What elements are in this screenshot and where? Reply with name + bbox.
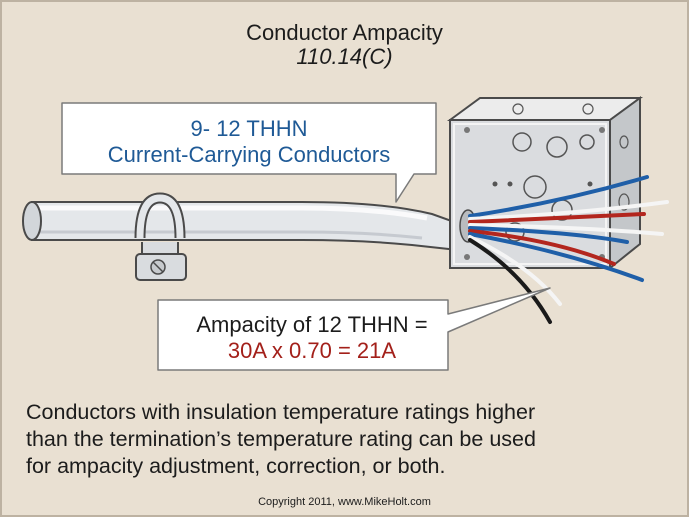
explanation-text: Conductors with insulation temperature r… (26, 399, 676, 480)
ampacity-callout-line2: 30A x 0.70 = 21A (227, 338, 397, 363)
explanation-line1: Conductors with insulation temperature r… (26, 400, 536, 424)
conduit-pipe (22, 201, 462, 252)
explanation-line2: than the termination’s temperature ratin… (26, 427, 536, 451)
conductors-callout (61, 102, 437, 203)
diagram-subtitle: 110.14(C) (296, 44, 393, 69)
conductor-wires (468, 175, 669, 324)
conductors-callout-line2: Current-Carrying Conductors (107, 142, 391, 167)
explanation-line3: for ampacity adjustment, correction, or … (26, 454, 446, 478)
conduit-strap (134, 192, 187, 281)
ampacity-callout-line1: Ampacity of 12 THHN = (196, 312, 428, 337)
copyright-notice: Copyright 2011, www.MikeHolt.com (258, 496, 431, 508)
ampacity-callout (157, 287, 551, 371)
conductors-callout-line1: 9- 12 THHN (190, 116, 308, 141)
diagram-title: Conductor Ampacity (246, 20, 443, 45)
